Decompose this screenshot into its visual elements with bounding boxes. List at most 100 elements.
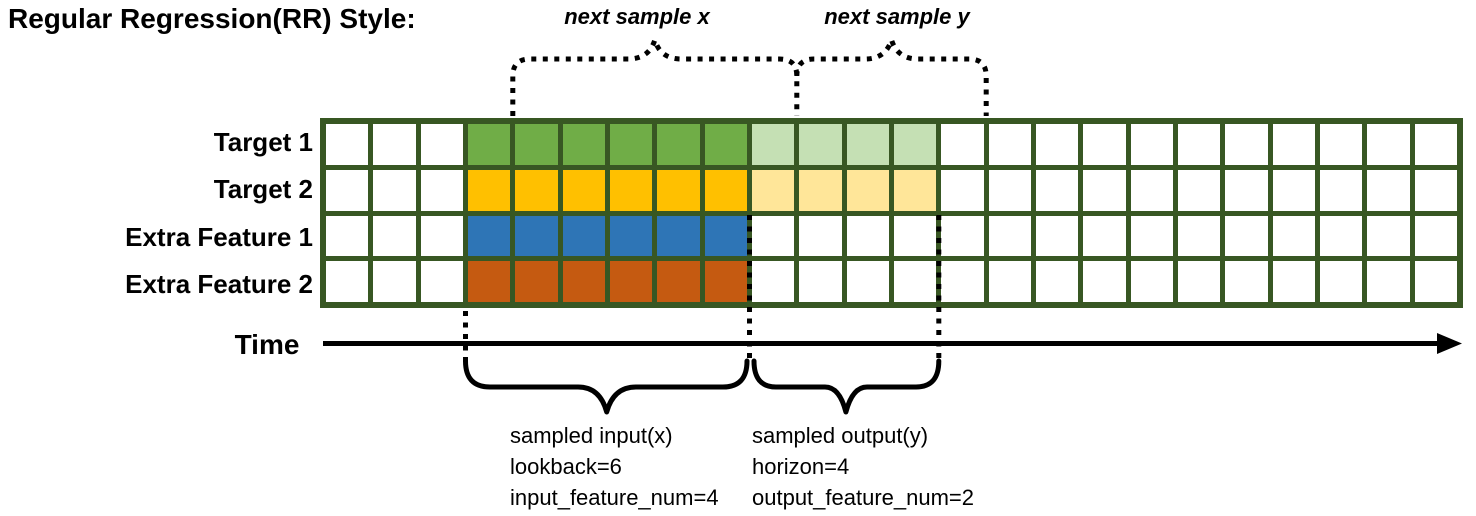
cell-row4-col12 (846, 261, 889, 302)
cell-row2-col22 (1319, 169, 1363, 211)
cell-row3-col12 (846, 215, 889, 257)
output-feature-num-value: output_feature_num=2 (752, 485, 975, 510)
cell-row1-col6 (562, 124, 605, 165)
cell-row3-col6 (562, 215, 605, 257)
cell-row4-col4 (467, 261, 511, 302)
cell-row3-col1 (326, 215, 369, 257)
row-label-extra-feature-2: Extra Feature 2 (125, 269, 313, 299)
row-label-target-1: Target 1 (213, 127, 313, 157)
cell-row4-col23 (1367, 261, 1410, 302)
cell-row1-col16 (1035, 124, 1079, 165)
cell-row2-col15 (988, 169, 1031, 211)
cell-row1-col8 (657, 124, 700, 165)
cell-row3-col19 (1177, 215, 1221, 257)
cell-row3-col22 (1319, 215, 1363, 257)
cell-row1-col17 (1083, 124, 1126, 165)
cell-row2-col3 (420, 169, 463, 211)
cell-row1-col13 (893, 124, 937, 165)
cell-row3-col11 (799, 215, 842, 257)
cell-row4-col1 (326, 261, 369, 302)
cell-row3-col23 (1367, 215, 1410, 257)
next-sample-y-brace (794, 37, 989, 116)
cell-row1-col7 (609, 124, 653, 165)
cell-row2-col2 (373, 169, 416, 211)
cell-row2-col9 (704, 169, 747, 211)
cell-row4-col8 (657, 261, 700, 302)
cell-row2-col5 (515, 169, 558, 211)
sampled-output-title: sampled output(y) (752, 423, 929, 448)
cell-row2-col16 (1035, 169, 1079, 211)
cell-row3-col3 (420, 215, 463, 257)
cell-row2-col6 (562, 169, 605, 211)
cell-row1-col3 (420, 124, 463, 165)
sampled-input-brace (463, 358, 750, 415)
cell-row4-col6 (562, 261, 605, 302)
sampled-output-note: sampled output(y) horizon=4 output_featu… (752, 420, 974, 513)
cell-row1-col22 (1319, 124, 1363, 165)
cell-row4-col3 (420, 261, 463, 302)
cell-row2-col18 (1130, 169, 1173, 211)
cell-row4-col22 (1319, 261, 1363, 302)
cell-row3-col7 (609, 215, 653, 257)
sampled-output-brace (751, 358, 942, 415)
cell-row2-col11 (799, 169, 842, 211)
cell-row4-col19 (1177, 261, 1221, 302)
cell-row3-col15 (988, 215, 1031, 257)
cell-row3-col13 (893, 215, 937, 257)
cell-row3-col5 (515, 215, 558, 257)
next-sample-x-label: next sample x (564, 4, 710, 29)
cell-row4-col7 (609, 261, 653, 302)
cell-row4-col20 (1225, 261, 1268, 302)
cell-row1-col18 (1130, 124, 1173, 165)
cell-row2-col20 (1225, 169, 1268, 211)
input-feature-num-value: input_feature_num=4 (510, 485, 719, 510)
cell-row3-col9 (704, 215, 747, 257)
cell-row1-col20 (1225, 124, 1268, 165)
cell-row3-col17 (1083, 215, 1126, 257)
cell-row2-col17 (1083, 169, 1126, 211)
cell-row4-col21 (1272, 261, 1315, 302)
cell-row4-col17 (1083, 261, 1126, 302)
cell-row2-col23 (1367, 169, 1410, 211)
time-axis-label: Time (234, 329, 300, 360)
cell-row2-col12 (846, 169, 889, 211)
cell-row1-col1 (326, 124, 369, 165)
row-label-extra-feature-1: Extra Feature 1 (125, 222, 313, 252)
time-axis-arrowhead (1437, 333, 1462, 354)
cell-row2-col24 (1414, 169, 1457, 211)
cell-row2-col8 (657, 169, 700, 211)
cell-row2-col14 (941, 169, 984, 211)
cell-row4-col10 (751, 261, 795, 302)
cell-row3-col14 (941, 215, 984, 257)
cell-row2-col4 (467, 169, 511, 211)
cell-row1-col10 (751, 124, 795, 165)
cell-row1-col23 (1367, 124, 1410, 165)
cell-row3-col16 (1035, 215, 1079, 257)
cell-row1-col4 (467, 124, 511, 165)
cell-row3-col8 (657, 215, 700, 257)
cell-row2-col13 (893, 169, 937, 211)
row-label-target-2: Target 2 (213, 174, 313, 204)
cell-row2-col7 (609, 169, 653, 211)
cell-row4-col18 (1130, 261, 1173, 302)
cell-row4-col14 (941, 261, 984, 302)
cell-row4-col5 (515, 261, 558, 302)
lookback-value: lookback=6 (510, 454, 622, 479)
cell-row1-col11 (799, 124, 842, 165)
diagram-title: Regular Regression(RR) Style: (8, 3, 416, 34)
cell-row2-col10 (751, 169, 795, 211)
cell-row3-col2 (373, 215, 416, 257)
cell-row3-col20 (1225, 215, 1268, 257)
cell-row4-col2 (373, 261, 416, 302)
cell-row1-col24 (1414, 124, 1457, 165)
cell-row4-col16 (1035, 261, 1079, 302)
sampled-input-title: sampled input(x) (510, 423, 673, 448)
sampled-input-note: sampled input(x) lookback=6 input_featur… (510, 420, 719, 513)
horizon-value: horizon=4 (752, 454, 850, 479)
cell-row3-col24 (1414, 215, 1457, 257)
cell-row3-col18 (1130, 215, 1173, 257)
cell-row3-col10 (751, 215, 795, 257)
cell-row1-col2 (373, 124, 416, 165)
cell-row4-col15 (988, 261, 1031, 302)
